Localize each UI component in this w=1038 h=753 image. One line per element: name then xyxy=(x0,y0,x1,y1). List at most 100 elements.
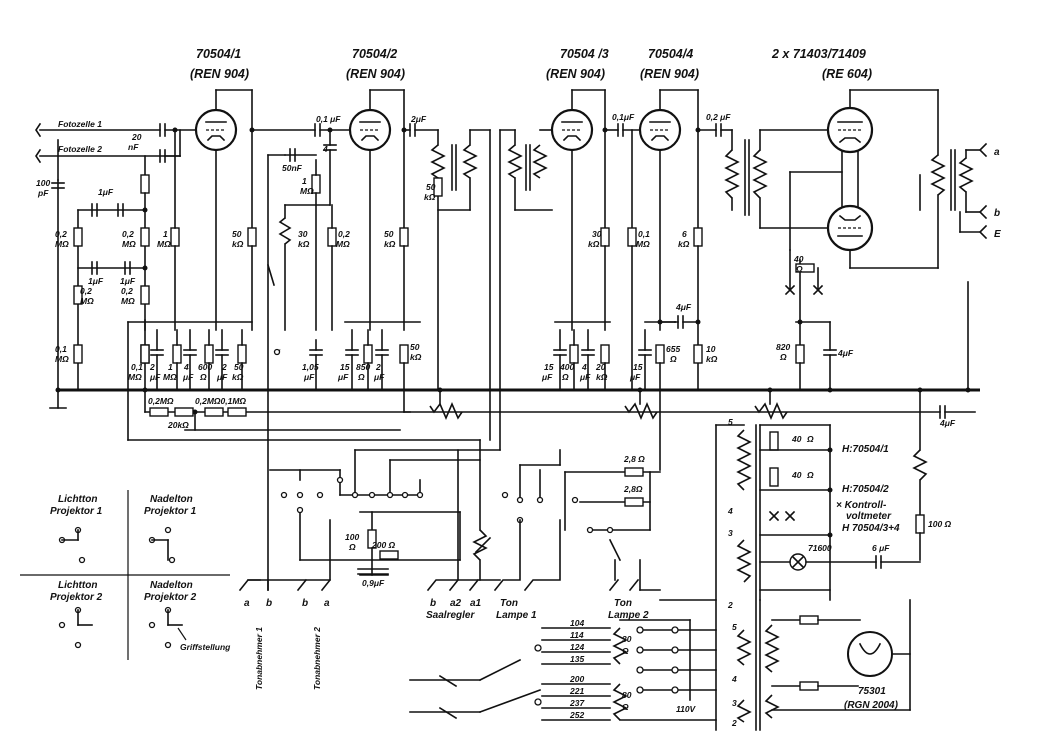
svg-text:50: 50 xyxy=(410,342,420,352)
svg-text:4μF: 4μF xyxy=(837,348,854,358)
output-terminal-b[interactable] xyxy=(978,204,988,220)
svg-text:kΩ: kΩ xyxy=(410,352,422,362)
svg-text:820: 820 xyxy=(776,342,790,352)
svg-text:0,2: 0,2 xyxy=(55,229,67,239)
resistor-50k-1 xyxy=(247,227,257,247)
svg-text:μF: μF xyxy=(149,372,161,382)
svg-text:Projektor 1: Projektor 1 xyxy=(144,506,197,517)
svg-text:μF: μF xyxy=(303,372,315,382)
svg-text:655: 655 xyxy=(666,344,680,354)
heater-label-34: H 70504/3+4 xyxy=(842,523,900,534)
svg-text:nF: nF xyxy=(128,142,139,152)
svg-text:E: E xyxy=(994,229,1001,240)
svg-text:kΩ: kΩ xyxy=(232,239,244,249)
svg-text:1,05: 1,05 xyxy=(302,362,319,372)
svg-text:MΩ: MΩ xyxy=(55,239,69,249)
svg-text:Projektor 1: Projektor 1 xyxy=(50,506,103,517)
svg-text:Ω: Ω xyxy=(348,542,356,552)
saalregler-label: Saalregler xyxy=(426,610,475,621)
svg-text:Nadelton: Nadelton xyxy=(150,580,193,591)
svg-text:237: 237 xyxy=(569,698,585,708)
resistor-1m-1 xyxy=(170,227,180,247)
fotozelle-2-label: Fotozelle 2 xyxy=(58,144,102,154)
svg-text:MΩ: MΩ xyxy=(336,239,350,249)
capacitor-100pf xyxy=(51,139,65,189)
svg-text:2: 2 xyxy=(375,362,381,372)
svg-text:MΩ: MΩ xyxy=(636,239,650,249)
svg-text:1μF: 1μF xyxy=(120,276,136,286)
svg-text:μF: μF xyxy=(216,372,228,382)
svg-text:Ω: Ω xyxy=(199,372,207,382)
svg-text:kΩ: kΩ xyxy=(232,372,244,382)
selector-contacts[interactable] xyxy=(273,348,614,534)
svg-text:850: 850 xyxy=(356,362,370,372)
stage-2-cathode-network xyxy=(309,321,421,413)
svg-text:MΩ: MΩ xyxy=(157,239,171,249)
svg-text:4: 4 xyxy=(581,362,587,372)
output-terminal-e[interactable] xyxy=(978,224,988,240)
svg-text:4μF: 4μF xyxy=(939,418,956,428)
stage-1-cathode-network xyxy=(127,321,253,441)
svg-text:40: 40 xyxy=(793,254,804,264)
svg-text:3: 3 xyxy=(728,528,733,538)
svg-text:0,1 μF: 0,1 μF xyxy=(316,114,341,124)
heater-label-2: H:70504/2 xyxy=(842,484,889,495)
svg-text:400: 400 xyxy=(559,362,574,372)
svg-text:40: 40 xyxy=(791,470,802,480)
svg-text:kΩ: kΩ xyxy=(384,239,396,249)
output-terminal-a[interactable] xyxy=(978,142,988,158)
svg-text:MΩ: MΩ xyxy=(122,239,136,249)
tube-5-type: 2 x 71403/71409 xyxy=(771,47,866,61)
svg-text:kΩ: kΩ xyxy=(588,239,600,249)
tube-1-ref: (REN 904) xyxy=(190,67,249,81)
tonabnehmer-1-label: Tonabnehmer 1 xyxy=(254,627,264,690)
svg-text:Ton: Ton xyxy=(500,598,518,609)
tube-1-type: 70504/1 xyxy=(196,47,241,61)
output-transformer xyxy=(919,89,981,391)
tube-2-type: 70504/2 xyxy=(352,47,397,61)
rectifier-type: 75301 xyxy=(858,686,886,697)
rectifier-ref: (RGN 2004) xyxy=(844,700,899,711)
svg-text:Nadelton: Nadelton xyxy=(150,494,193,505)
feedback-resistor-chain xyxy=(127,389,481,441)
svg-text:30: 30 xyxy=(298,229,308,239)
input-fotozelle-1[interactable] xyxy=(35,122,161,138)
svg-text:50: 50 xyxy=(426,182,436,192)
lamp-label: 71600 xyxy=(808,543,832,553)
svg-text:0,2: 0,2 xyxy=(80,286,92,296)
svg-text:b: b xyxy=(994,208,1000,219)
tonabnehmer-2-label: Tonabnehmer 2 xyxy=(312,627,322,690)
svg-text:b: b xyxy=(302,598,308,609)
svg-text:Ω: Ω xyxy=(561,372,569,382)
heater-control-panel xyxy=(759,424,921,601)
mains-voltage-label: 110V xyxy=(676,704,697,714)
svg-text:15: 15 xyxy=(544,362,554,372)
power-bias-network xyxy=(784,249,837,391)
svg-text:2: 2 xyxy=(731,718,737,728)
fotozelle-1-label: Fotozelle 1 xyxy=(58,119,102,129)
svg-text:80: 80 xyxy=(622,690,632,700)
tube-1 xyxy=(194,89,253,331)
svg-text:0,1μF: 0,1μF xyxy=(612,112,635,122)
svg-text:a: a xyxy=(994,147,1000,158)
svg-text:0,2 μF: 0,2 μF xyxy=(706,112,731,122)
svg-text:Projektor 2: Projektor 2 xyxy=(50,592,103,603)
svg-text:Ω: Ω xyxy=(621,702,629,712)
tube-5-ref: (RE 604) xyxy=(822,67,872,81)
svg-text:20kΩ: 20kΩ xyxy=(167,420,189,430)
interstage-transformer-2 xyxy=(715,123,841,229)
input-fotozelle-2[interactable] xyxy=(35,148,181,164)
tube-3-ref: (REN 904) xyxy=(546,67,605,81)
svg-text:Lichtton: Lichtton xyxy=(58,494,97,505)
svg-text:200: 200 xyxy=(569,674,584,684)
svg-text:114: 114 xyxy=(570,630,584,640)
svg-text:4: 4 xyxy=(731,674,737,684)
stage-2-coupling xyxy=(267,123,351,591)
svg-text:6: 6 xyxy=(682,229,687,239)
svg-text:30: 30 xyxy=(622,634,632,644)
svg-text:2: 2 xyxy=(149,362,155,372)
svg-text:1: 1 xyxy=(302,176,307,186)
svg-text:50: 50 xyxy=(232,229,242,239)
svg-text:4: 4 xyxy=(183,362,189,372)
